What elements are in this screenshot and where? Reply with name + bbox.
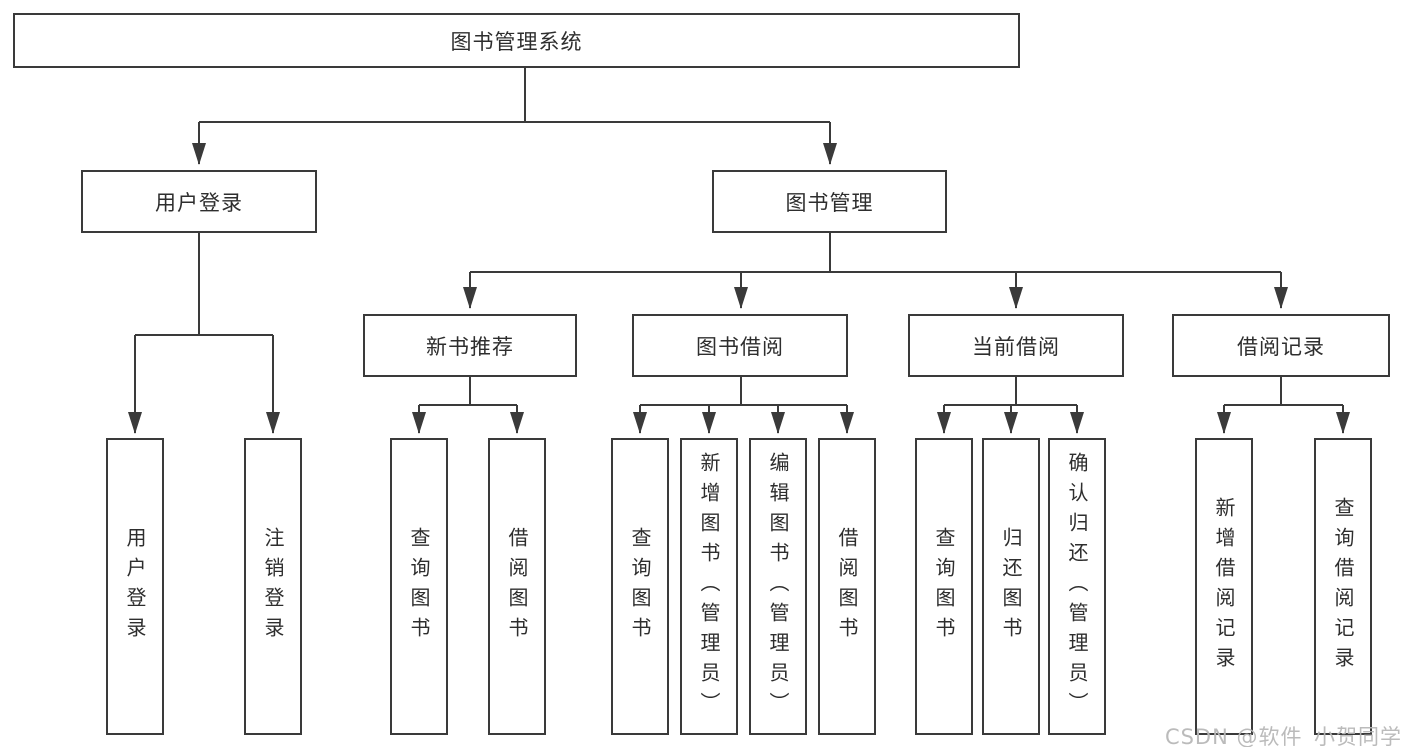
node-library-system: 图书管理系统 bbox=[13, 13, 1020, 68]
leaf-borrowing-add-books-admin: 新增图书（管理员） bbox=[680, 438, 738, 735]
leaf-borrowing-query-books-label: 查询图书 bbox=[628, 526, 652, 647]
leaf-logout: 注销登录 bbox=[244, 438, 302, 735]
leaf-current-return-books-label: 归还图书 bbox=[999, 526, 1023, 647]
leaf-newbooks-query-books-label: 查询图书 bbox=[407, 526, 431, 647]
leaf-records-add-record-label: 新增借阅记录 bbox=[1212, 496, 1236, 677]
leaf-borrowing-edit-books-admin: 编辑图书（管理员） bbox=[749, 438, 807, 735]
leaf-user-login: 用户登录 bbox=[106, 438, 164, 735]
leaf-current-query-books: 查询图书 bbox=[915, 438, 973, 735]
leaf-newbooks-borrow-books-label: 借阅图书 bbox=[505, 526, 529, 647]
leaf-newbooks-borrow-books: 借阅图书 bbox=[488, 438, 546, 735]
leaf-current-return-books: 归还图书 bbox=[982, 438, 1040, 735]
leaf-current-query-books-label: 查询图书 bbox=[932, 526, 956, 647]
leaf-borrowing-borrow-books: 借阅图书 bbox=[818, 438, 876, 735]
leaf-borrowing-add-books-admin-label: 新增图书（管理员） bbox=[697, 451, 721, 722]
node-borrow-records: 借阅记录 bbox=[1172, 314, 1390, 377]
node-book-management: 图书管理 bbox=[712, 170, 947, 233]
leaf-logout-label: 注销登录 bbox=[261, 526, 285, 647]
node-current-borrowing: 当前借阅 bbox=[908, 314, 1124, 377]
leaf-borrowing-query-books: 查询图书 bbox=[611, 438, 669, 735]
leaf-current-confirm-return-admin: 确认归还（管理员） bbox=[1048, 438, 1106, 735]
leaf-borrowing-edit-books-admin-label: 编辑图书（管理员） bbox=[766, 451, 790, 722]
leaf-records-add-record: 新增借阅记录 bbox=[1195, 438, 1253, 735]
node-user-login: 用户登录 bbox=[81, 170, 317, 233]
watermark: CSDN @软件_小贺同学 bbox=[1164, 725, 1402, 747]
leaf-newbooks-query-books: 查询图书 bbox=[390, 438, 448, 735]
leaf-current-confirm-return-admin-label: 确认归还（管理员） bbox=[1065, 451, 1089, 722]
node-book-borrowing: 图书借阅 bbox=[632, 314, 848, 377]
node-new-book-recommend: 新书推荐 bbox=[363, 314, 577, 377]
leaf-records-query-record-label: 查询借阅记录 bbox=[1331, 496, 1355, 677]
leaf-borrowing-borrow-books-label: 借阅图书 bbox=[835, 526, 859, 647]
leaf-user-login-label: 用户登录 bbox=[123, 526, 147, 647]
leaf-records-query-record: 查询借阅记录 bbox=[1314, 438, 1372, 735]
